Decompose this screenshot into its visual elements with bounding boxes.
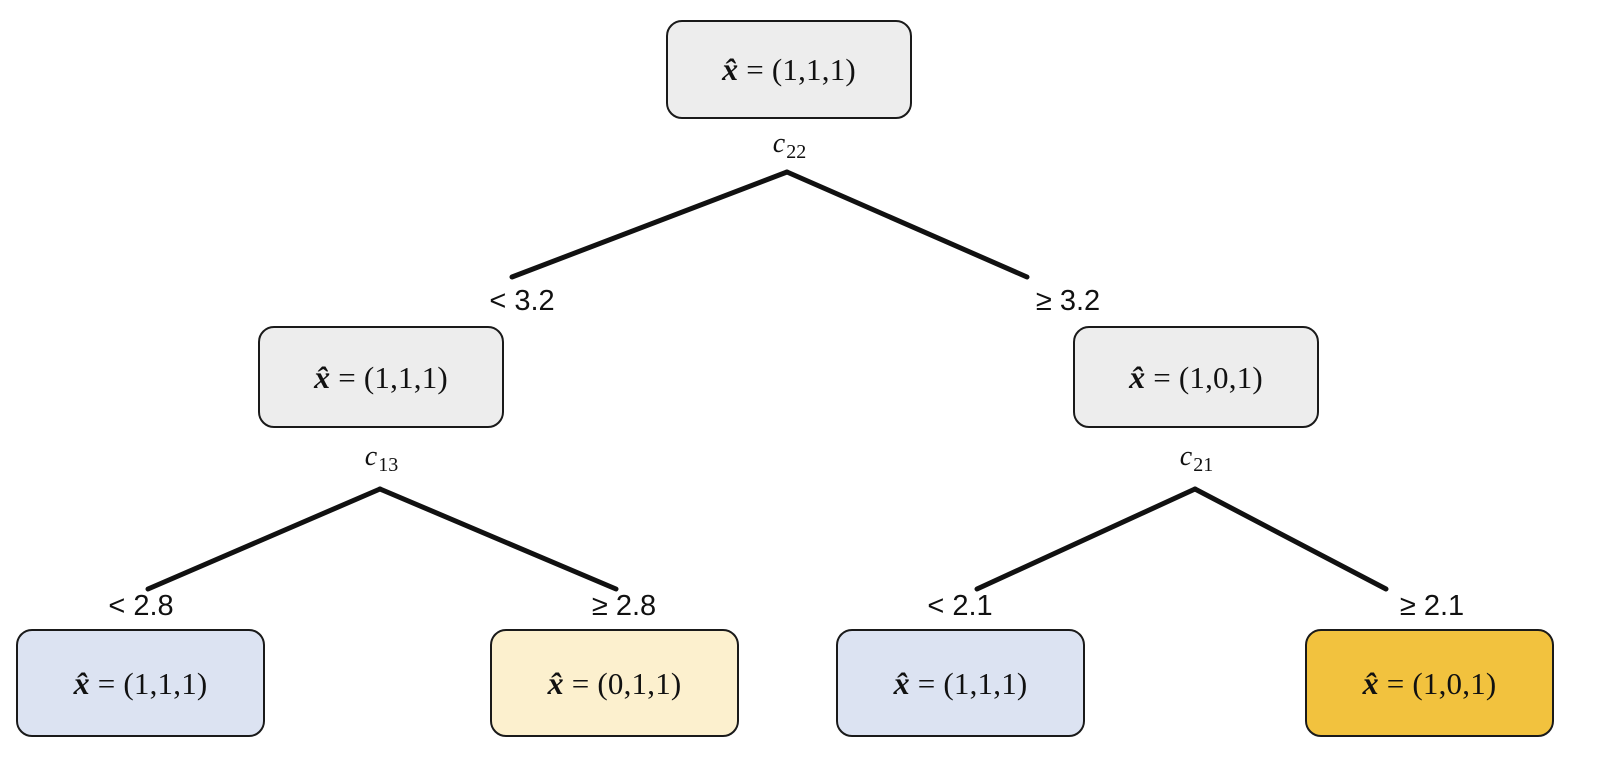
tree-leaf-3[interactable]: x̂ = (1,1,1) bbox=[836, 629, 1085, 737]
node-root-value: = (1,1,1) bbox=[746, 52, 856, 87]
xhat-symbol: x̂ bbox=[893, 664, 910, 701]
split-right-var: c bbox=[1179, 441, 1193, 472]
leaf-2-value: = (0,1,1) bbox=[571, 665, 682, 701]
edge-label-root-left: < 3.2 bbox=[489, 285, 555, 317]
node-left-value: = (1,1,1) bbox=[338, 359, 448, 395]
split-left-sub: 13 bbox=[378, 454, 399, 476]
edge-root-left bbox=[509, 169, 790, 280]
split-label-root: c22 bbox=[772, 128, 807, 163]
split-right-sub: 21 bbox=[1193, 454, 1214, 476]
split-label-right: c21 bbox=[1179, 441, 1214, 476]
edge-label-right-leaf4: ≥ 2.1 bbox=[1399, 590, 1465, 622]
leaf-4-label: x̂ = (1,0,1) bbox=[1363, 665, 1497, 702]
node-right-value: = (1,0,1) bbox=[1153, 359, 1263, 395]
edge-label-left-leaf1: < 2.8 bbox=[108, 590, 174, 622]
xhat-symbol: x̂ bbox=[314, 358, 331, 395]
node-root-label: x̂ = (1,1,1) bbox=[722, 51, 856, 88]
leaf-2-label: x̂ = (0,1,1) bbox=[548, 665, 682, 702]
tree-leaf-1[interactable]: x̂ = (1,1,1) bbox=[16, 629, 265, 737]
split-left-var: c bbox=[364, 441, 378, 472]
node-left-label: x̂ = (1,1,1) bbox=[314, 359, 448, 396]
xhat-symbol: x̂ bbox=[547, 664, 564, 701]
edge-left-leaf1 bbox=[145, 486, 383, 592]
split-label-left: c13 bbox=[364, 441, 399, 476]
tree-leaf-4[interactable]: x̂ = (1,0,1) bbox=[1305, 629, 1554, 737]
edge-left-leaf2 bbox=[377, 486, 619, 592]
xhat-symbol: x̂ bbox=[1362, 664, 1379, 701]
node-right-label: x̂ = (1,0,1) bbox=[1129, 359, 1263, 396]
edge-right-leaf4 bbox=[1192, 486, 1389, 592]
split-root-var: c bbox=[772, 128, 786, 159]
leaf-3-value: = (1,1,1) bbox=[917, 665, 1028, 701]
leaf-1-value: = (1,1,1) bbox=[97, 665, 208, 701]
tree-leaf-2[interactable]: x̂ = (0,1,1) bbox=[490, 629, 739, 737]
tree-node-right[interactable]: x̂ = (1,0,1) bbox=[1073, 326, 1319, 428]
edge-label-right-leaf3: < 2.1 bbox=[927, 590, 993, 622]
tree-node-root[interactable]: x̂ = (1,1,1) bbox=[666, 20, 912, 119]
edge-right-leaf3 bbox=[974, 486, 1198, 592]
xhat-symbol: x̂ bbox=[1129, 358, 1146, 395]
xhat-symbol: x̂ bbox=[722, 51, 739, 87]
edge-label-left-leaf2: ≥ 2.8 bbox=[591, 590, 657, 622]
split-root-sub: 22 bbox=[786, 141, 807, 163]
xhat-symbol: x̂ bbox=[73, 664, 90, 701]
tree-node-left[interactable]: x̂ = (1,1,1) bbox=[258, 326, 504, 428]
leaf-4-value: = (1,0,1) bbox=[1386, 665, 1497, 701]
leaf-1-label: x̂ = (1,1,1) bbox=[74, 665, 208, 702]
edge-label-root-right: ≥ 3.2 bbox=[1035, 285, 1101, 317]
edge-root-right bbox=[784, 169, 1030, 280]
leaf-3-label: x̂ = (1,1,1) bbox=[894, 665, 1028, 702]
